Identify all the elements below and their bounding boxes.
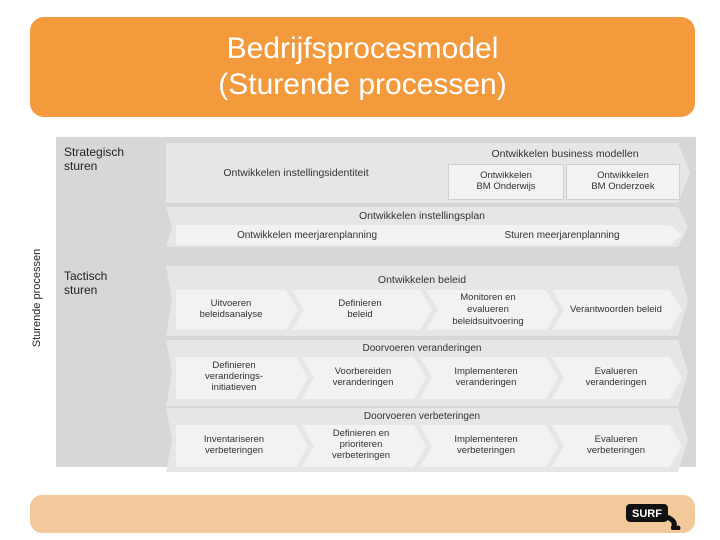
step-verbeteringen-2	[302, 425, 426, 467]
box-bm-onderwijs	[448, 164, 564, 200]
step-beleid-1-l1: Uitvoeren	[210, 298, 252, 309]
title-banner: Bedrijfsprocesmodel (Sturende processen)	[30, 17, 695, 117]
label-beleid: Ontwikkelen beleid	[377, 274, 467, 286]
label-veranderingen: Doorvoeren veranderingen	[362, 343, 482, 354]
step-verbeteringen-3-l2: verbeteringen	[456, 445, 516, 456]
chevron-identiteit	[166, 143, 438, 203]
label-bm-onderwijs-l1: Ontwikkelen	[480, 170, 532, 181]
step-verbeteringen-3	[420, 425, 558, 467]
label-bm-onderzoek-l1: Ontwikkelen	[597, 170, 649, 181]
step-veranderingen-1-l1: Definieren	[212, 360, 256, 371]
step-verbeteringen-2-l2: prioriteren	[339, 439, 383, 450]
step-veranderingen-2-l2: veranderingen	[332, 377, 394, 388]
step-veranderingen-3	[420, 357, 558, 399]
row-label-strategic: Strategisch sturen	[64, 145, 124, 173]
row-label-strategic-l1: Strategisch	[64, 145, 125, 159]
label-sturen-meerjaren: Sturen meerjarenplanning	[504, 230, 620, 241]
surf-logo: SURF	[626, 504, 681, 530]
label-verbeteringen: Doorvoeren verbeteringen	[363, 411, 481, 422]
step-verbeteringen-1-l1: Inventariseren	[203, 434, 265, 445]
step-beleid-1	[176, 290, 298, 330]
row-label-strategic-l2: sturen	[64, 159, 98, 173]
chevron-meerjarenplanning	[176, 225, 448, 245]
row-label-tactical-l1: Tactisch	[64, 269, 108, 283]
step-veranderingen-1	[176, 357, 308, 399]
step-beleid-3	[426, 290, 558, 330]
step-verbeteringen-4-l2: verbeteringen	[586, 445, 646, 456]
step-beleid-2-l1: Definieren	[338, 298, 382, 309]
label-bm-onderwijs-l2: BM Onderwijs	[476, 181, 536, 192]
step-verbeteringen-2-l3: verbeteringen	[331, 450, 391, 461]
label-business-modellen: Ontwikkelen business modellen	[491, 148, 639, 160]
step-veranderingen-4-l2: veranderingen	[585, 377, 647, 388]
step-beleid-4-l1: Verantwoorden beleid	[570, 304, 662, 315]
step-verbeteringen-1	[176, 425, 308, 467]
title-line-2: (Sturende processen)	[218, 68, 507, 101]
label-meerjarenplanning: Ontwikkelen meerjarenplanning	[236, 230, 378, 241]
step-veranderingen-1-l2: veranderings-	[204, 371, 264, 382]
step-beleid-2-l2: beleid	[347, 309, 373, 320]
surf-logo-text: SURF	[632, 508, 662, 520]
step-verbeteringen-2-l1: Definieren en	[332, 428, 390, 439]
label-identiteit: Ontwikkelen instellingsidentiteit	[223, 167, 369, 179]
step-beleid-3-l2: evalueren	[467, 304, 509, 315]
step-verbeteringen-4-l1: Evalueren	[594, 434, 638, 445]
step-veranderingen-4-l1: Evalueren	[594, 366, 638, 377]
step-verbeteringen-3-l1: Implementeren	[454, 434, 518, 445]
side-label-text: Sturende processen	[31, 248, 43, 348]
step-beleid-1-l2: beleidsanalyse	[199, 309, 263, 320]
step-veranderingen-1-l3: initiatieven	[211, 382, 257, 393]
step-veranderingen-3-l1: Implementeren	[454, 366, 518, 377]
label-instellingsplan: Ontwikkelen instellingsplan	[358, 210, 486, 222]
step-beleid-3-l1: Monitoren en	[460, 292, 516, 303]
step-veranderingen-2	[302, 357, 426, 399]
step-beleid-3-l3: beleidsuitvoering	[452, 316, 524, 327]
step-verbeteringen-1-l2: verbeteringen	[204, 445, 264, 456]
step-verbeteringen-4	[552, 425, 682, 467]
footer-banner	[30, 495, 695, 533]
row-label-tactical-l2: sturen	[64, 283, 98, 297]
step-beleid-2	[292, 290, 432, 330]
side-label: Sturende processen	[27, 228, 47, 368]
step-veranderingen-4	[552, 357, 682, 399]
chevron-sturen-meerjaren	[436, 225, 682, 245]
row-label-tactical: Tactisch sturen	[64, 269, 107, 297]
label-bm-onderzoek-l2: BM Onderzoek	[591, 181, 655, 192]
step-beleid-4	[552, 290, 682, 330]
title-line-1: Bedrijfsprocesmodel	[226, 32, 499, 65]
step-veranderingen-2-l1: Voorbereiden	[334, 366, 392, 377]
step-veranderingen-3-l2: veranderingen	[455, 377, 517, 388]
box-bm-onderzoek	[566, 164, 680, 200]
